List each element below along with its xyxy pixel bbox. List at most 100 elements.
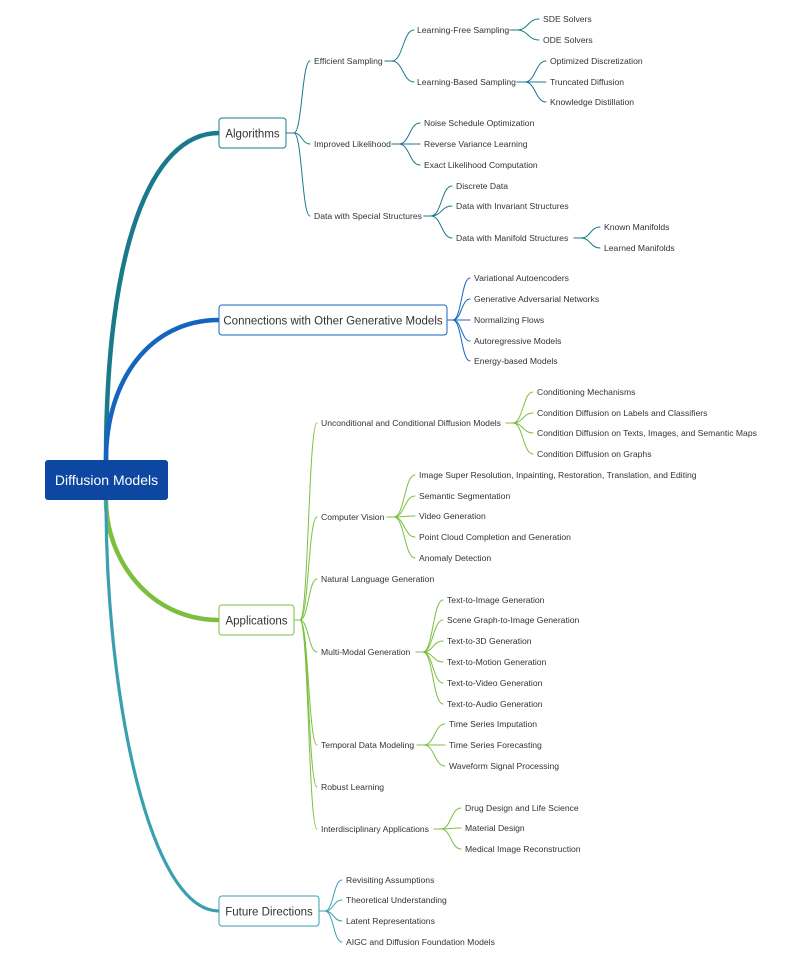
connector-2: [285, 132, 311, 217]
node-efficient-sampling[interactable]: Efficient Sampling: [314, 56, 383, 66]
branch-connections-label: Connections with Other Generative Models: [223, 316, 442, 328]
connector-34: [386, 474, 416, 518]
node-text-to-motion[interactable]: Text-to-Motion Generation: [447, 657, 547, 667]
node-revisiting-assumptions[interactable]: Revisiting Assumptions: [346, 875, 434, 885]
node-knowledge-distillation[interactable]: Knowledge Distillation: [550, 97, 634, 107]
root-node[interactable]: Diffusion Models: [45, 460, 168, 500]
node-ts-imputation[interactable]: Time Series Imputation: [449, 719, 537, 729]
node-learning-free-sampling[interactable]: Learning-Free Sampling: [417, 25, 509, 35]
connector-21: [446, 319, 471, 342]
node-ode-solvers[interactable]: ODE Solvers: [543, 35, 593, 45]
branch-future-label: Future Directions: [225, 907, 313, 919]
node-semantic-segmentation[interactable]: Semantic Segmentation: [419, 491, 510, 501]
node-text-to-image[interactable]: Text-to-Image Generation: [447, 595, 545, 605]
node-anomaly-detection[interactable]: Anomaly Detection: [419, 553, 491, 563]
node-gan[interactable]: Generative Adversarial Networks: [474, 294, 599, 304]
node-discrete-data[interactable]: Discrete Data: [456, 181, 508, 191]
connector-12: [391, 143, 421, 166]
node-learning-based-sampling[interactable]: Learning-Based Sampling: [417, 77, 516, 87]
node-scene-graph[interactable]: Scene Graph-to-Image Generation: [447, 615, 580, 625]
connector-9: [516, 81, 547, 103]
connector-root-future: [104, 498, 221, 913]
connector-54: [318, 910, 343, 943]
node-text-to-video[interactable]: Text-to-Video Generation: [447, 678, 543, 688]
node-special-structures[interactable]: Data with Special Structures: [314, 211, 422, 221]
node-noise-schedule[interactable]: Noise Schedule Optimization: [424, 118, 535, 128]
node-invariant-structures[interactable]: Data with Invariant Structures: [456, 201, 569, 211]
connector-29: [293, 619, 318, 830]
node-drug-design[interactable]: Drug Design and Life Science: [465, 803, 579, 813]
node-energy-based[interactable]: Energy-based Models: [474, 356, 558, 366]
connector-40: [415, 619, 444, 653]
connector-35: [386, 495, 416, 518]
node-cond-texts[interactable]: Condition Diffusion on Texts, Images, an…: [537, 428, 757, 438]
connector-3: [384, 29, 415, 62]
branch-applications-label: Applications: [225, 616, 287, 628]
connector-10: [391, 122, 421, 145]
connector-14: [423, 205, 453, 217]
node-computer-vision[interactable]: Computer Vision: [321, 512, 385, 522]
node-improved-likelihood[interactable]: Improved Likelihood: [314, 139, 391, 149]
connector-24: [293, 516, 318, 621]
connector-15: [423, 215, 453, 239]
connector-13: [423, 185, 453, 217]
node-sde-solvers[interactable]: SDE Solvers: [543, 14, 592, 24]
node-text-to-3d[interactable]: Text-to-3D Generation: [447, 636, 532, 646]
branch-applications[interactable]: Applications: [218, 604, 295, 636]
root-label: Diffusion Models: [55, 472, 158, 488]
node-waveform[interactable]: Waveform Signal Processing: [449, 761, 559, 771]
node-manifold-structures[interactable]: Data with Manifold Structures: [456, 233, 568, 243]
connector-47: [416, 744, 446, 767]
node-material-design[interactable]: Material Design: [465, 823, 525, 833]
node-conditioning-mechanisms[interactable]: Conditioning Mechanisms: [537, 387, 635, 397]
node-vae[interactable]: Variational Autoencoders: [474, 273, 569, 283]
connector-18: [446, 277, 471, 321]
node-aigc[interactable]: AIGC and Diffusion Foundation Models: [346, 937, 495, 947]
connector-7: [516, 60, 547, 83]
node-cond-labels[interactable]: Condition Diffusion on Labels and Classi…: [537, 408, 707, 418]
branch-connections[interactable]: Connections with Other Generative Models: [218, 304, 448, 336]
node-video-generation[interactable]: Video Generation: [419, 511, 486, 521]
connector-lines: [103, 18, 601, 943]
node-medical-image[interactable]: Medical Image Reconstruction: [465, 844, 581, 854]
node-latent-representations[interactable]: Latent Representations: [346, 916, 435, 926]
node-ts-forecasting[interactable]: Time Series Forecasting: [449, 740, 542, 750]
node-uncond-cond[interactable]: Unconditional and Conditional Diffusion …: [321, 418, 501, 428]
branch-future[interactable]: Future Directions: [218, 895, 320, 927]
node-text-to-audio[interactable]: Text-to-Audio Generation: [447, 699, 543, 709]
node-reverse-variance[interactable]: Reverse Variance Learning: [424, 139, 528, 149]
branch-algorithms[interactable]: Algorithms: [218, 117, 287, 149]
node-exact-likelihood[interactable]: Exact Likelihood Computation: [424, 160, 538, 170]
connector-22: [446, 319, 471, 362]
connector-38: [386, 516, 416, 559]
node-autoregressive[interactable]: Autoregressive Models: [474, 336, 561, 346]
node-cond-graphs[interactable]: Condition Diffusion on Graphs: [537, 449, 652, 459]
node-truncated-diffusion[interactable]: Truncated Diffusion: [550, 77, 624, 87]
node-theoretical-understanding[interactable]: Theoretical Understanding: [346, 895, 447, 905]
connector-5: [509, 18, 540, 31]
connector-44: [415, 651, 444, 705]
connector-27: [293, 619, 318, 746]
connector-23: [293, 422, 318, 621]
connector-45: [416, 723, 446, 746]
node-point-cloud[interactable]: Point Cloud Completion and Generation: [419, 532, 571, 542]
node-multimodal[interactable]: Multi-Modal Generation: [321, 647, 411, 657]
node-nlg[interactable]: Natural Language Generation: [321, 574, 434, 584]
node-temporal[interactable]: Temporal Data Modeling: [321, 740, 414, 750]
branch-algorithms-label: Algorithms: [225, 129, 280, 141]
connector-50: [433, 828, 462, 850]
node-optimized-discretization[interactable]: Optimized Discretization: [550, 56, 643, 66]
node-interdisciplinary[interactable]: Interdisciplinary Applications: [321, 824, 429, 834]
connector-51: [318, 879, 343, 912]
connector-0: [285, 60, 311, 134]
node-learned-manifolds[interactable]: Learned Manifolds: [604, 243, 675, 253]
connector-48: [433, 807, 462, 830]
connector-root-applications: [103, 497, 222, 623]
node-known-manifolds[interactable]: Known Manifolds: [604, 222, 669, 232]
node-robust-learning[interactable]: Robust Learning: [321, 782, 384, 792]
connector-37: [386, 516, 416, 538]
node-normalizing-flows[interactable]: Normalizing Flows: [474, 315, 544, 325]
connector-root-algorithms: [103, 130, 222, 463]
node-image-sr[interactable]: Image Super Resolution, Inpainting, Rest…: [419, 470, 697, 480]
